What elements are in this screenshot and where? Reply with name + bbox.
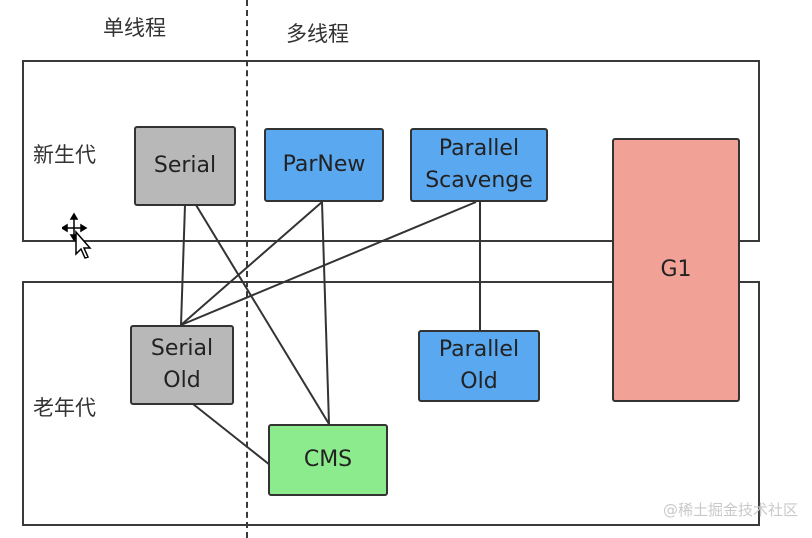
link-parnew-serialold xyxy=(180,201,323,326)
link-serial-cms xyxy=(195,204,330,425)
move-cursor-icon xyxy=(62,212,92,259)
old-generation-label: 老年代 xyxy=(33,396,96,420)
link-parnew-cms xyxy=(321,201,330,425)
young-generation-region xyxy=(22,60,760,242)
parallel-scavenge-collector-box: Parallel Scavenge xyxy=(410,128,548,202)
link-serial-serialold xyxy=(180,204,186,326)
watermark: @稀土掘金技术社区 xyxy=(662,501,798,519)
serial-collector-box: Serial xyxy=(134,126,236,206)
cms-collector-box: CMS xyxy=(268,424,388,496)
link-parallelscavenge-serialold xyxy=(180,201,477,326)
parallel-old-collector-box: Parallel Old xyxy=(418,330,540,402)
g1-collector-box: G1 xyxy=(612,138,740,402)
thread-divider xyxy=(246,0,248,538)
serial-old-collector-box: Serial Old xyxy=(130,325,234,405)
link-serialold-cms xyxy=(192,403,271,466)
parnew-collector-box: ParNew xyxy=(264,128,384,202)
old-generation-region xyxy=(22,281,760,526)
multi-thread-header: 多线程 xyxy=(286,22,349,46)
single-thread-header: 单线程 xyxy=(103,16,166,40)
young-generation-label: 新生代 xyxy=(33,143,96,167)
